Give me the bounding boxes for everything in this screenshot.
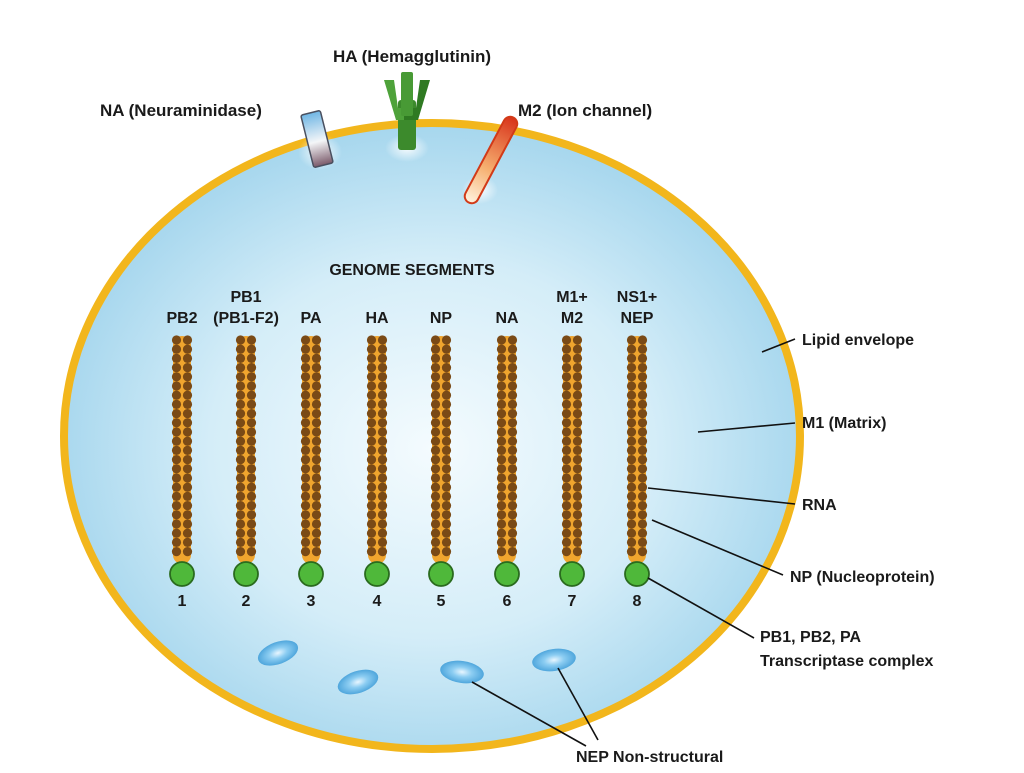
segment-label: NA	[495, 310, 519, 327]
genome-segment-1: PB2 1	[166, 310, 197, 610]
m1-matrix-label: M1 (Matrix)	[802, 415, 886, 432]
segment-number: 3	[307, 593, 316, 610]
segment-number: 1	[178, 593, 187, 610]
leader-polymerase	[647, 577, 755, 639]
polymerase-complex	[364, 561, 390, 587]
na-protein-icon	[298, 110, 342, 170]
segment-label: NS1+	[617, 289, 657, 306]
segment-label: HA	[365, 310, 389, 327]
leader-lipid-envelope	[761, 338, 796, 353]
ha-protein-icon	[384, 72, 430, 162]
leader-np	[651, 519, 784, 576]
nep-particles	[257, 640, 576, 695]
nep-particle	[440, 660, 484, 684]
segment-number: 2	[242, 593, 251, 610]
segment-label: PB2	[166, 310, 197, 327]
segment-label: PA	[300, 310, 321, 327]
lipid-envelope-label: Lipid envelope	[802, 332, 914, 349]
leader-m1-matrix	[697, 422, 796, 433]
genome-segment-4: HA 4	[364, 310, 390, 610]
nep-particle	[257, 640, 299, 666]
ha-label: HA (Hemagglutinin)	[333, 47, 491, 66]
na-label: NA (Neuraminidase)	[100, 101, 262, 120]
segment-number: 6	[503, 593, 512, 610]
polymerase-label-line2: Transcriptase complex	[760, 653, 934, 670]
genome-segment-2: PB1 (PB1-F2) 2	[213, 289, 279, 610]
np-label: NP (Nucleoprotein)	[790, 569, 935, 586]
genome-segment-7: M1+ M2 7	[556, 289, 588, 610]
segment-number: 4	[373, 593, 382, 610]
nep-label: NEP Non-structural	[576, 749, 723, 766]
genome-segments-title: GENOME SEGMENTS	[329, 262, 495, 279]
rna-label: RNA	[802, 497, 837, 514]
genome-segment-6: NA 6	[494, 310, 520, 610]
segment-label-line2: (PB1-F2)	[213, 310, 279, 327]
polymerase-complex	[494, 561, 520, 587]
polymerase-complex	[233, 561, 259, 587]
segment-number: 8	[633, 593, 642, 610]
genome-segments: PB2 1 PB1 (PB1-F2) 2 PA 3 HA 4 NP 5 NA 6 M1+ M2 7 NS1+ NE…	[166, 289, 657, 610]
polymerase-complex	[169, 561, 195, 587]
nep-particle	[532, 648, 576, 672]
genome-segment-5: NP 5	[428, 310, 454, 610]
polymerase-label-line1: PB1, PB2, PA	[760, 629, 862, 646]
polymerase-complex	[559, 561, 585, 587]
nep-particle	[337, 669, 379, 695]
segment-number: 7	[568, 593, 577, 610]
polymerase-complex	[624, 561, 650, 587]
segment-label: M1+	[556, 289, 588, 306]
genome-segment-3: PA 3	[298, 310, 324, 610]
segment-label: PB1	[230, 289, 261, 306]
leader-rna	[647, 487, 796, 505]
segment-label: NP	[430, 310, 453, 327]
polymerase-complex	[298, 561, 324, 587]
m2-label: M2 (Ion channel)	[518, 101, 652, 120]
polymerase-complex	[428, 561, 454, 587]
segment-label-line2: NEP	[621, 310, 654, 327]
segment-number: 5	[437, 593, 446, 610]
segment-label-line2: M2	[561, 310, 583, 327]
leader-nep-2	[557, 667, 599, 741]
leader-nep-1	[471, 681, 587, 747]
m2-protein-icon	[462, 115, 519, 205]
genome-segment-8: NS1+ NEP 8	[617, 289, 657, 610]
